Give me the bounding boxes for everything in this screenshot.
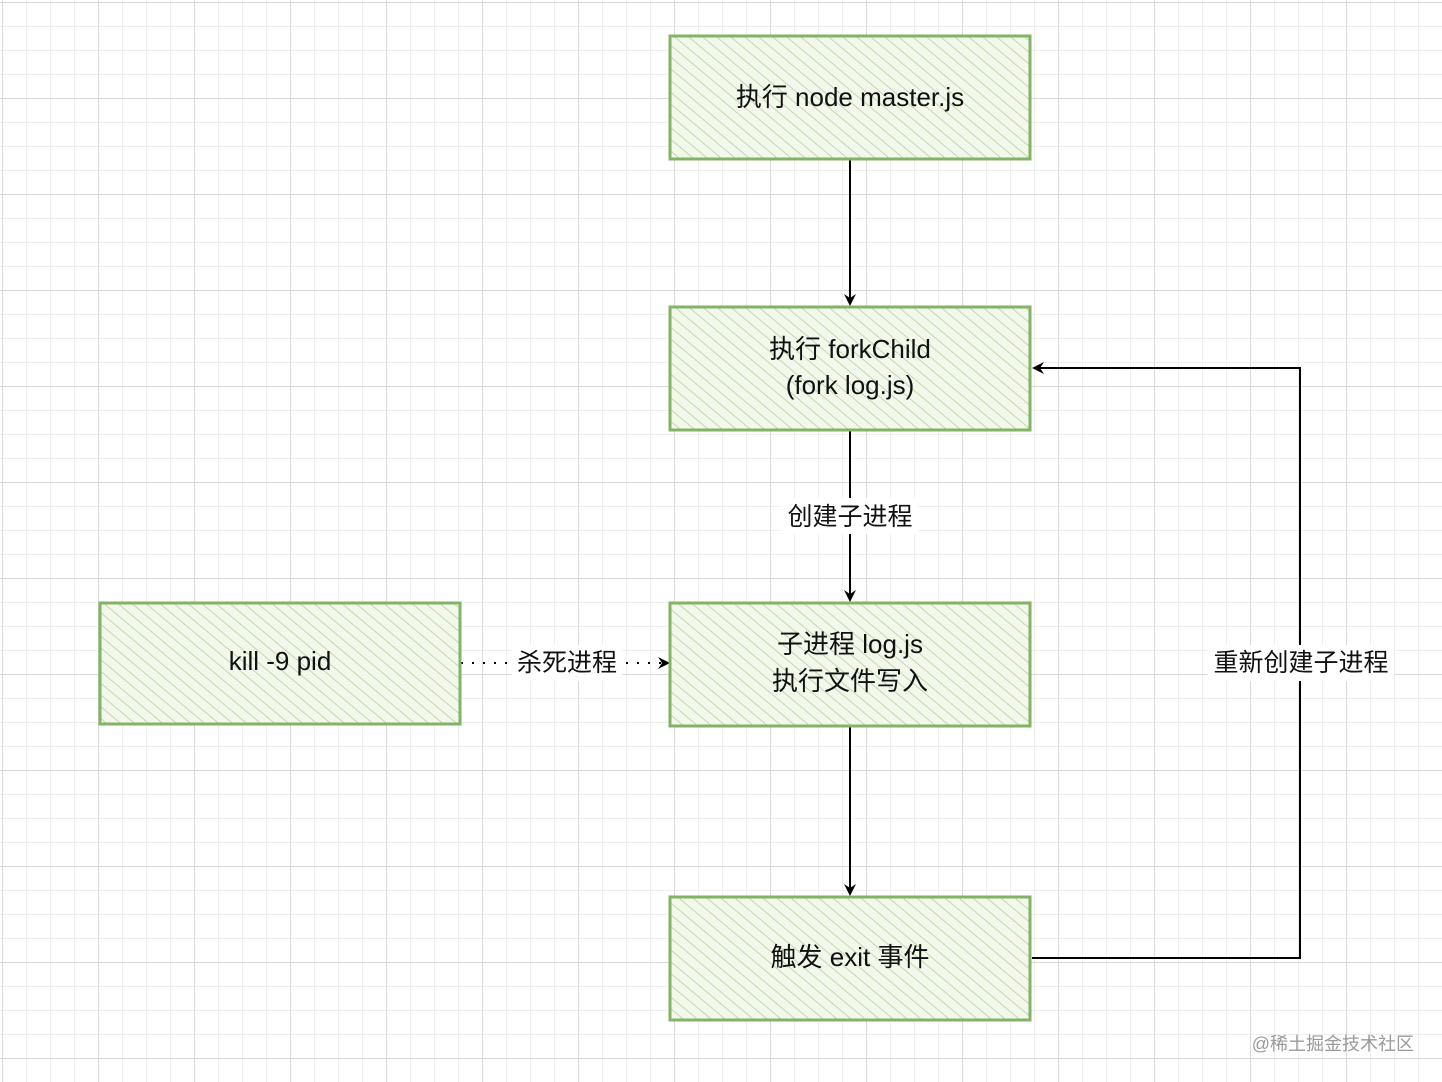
node-box	[98, 601, 462, 726]
edge-label-create-child: 创建子进程	[787, 503, 912, 531]
node-label-line-1: 子进程 log.js	[777, 629, 923, 659]
node-box	[668, 601, 1032, 728]
node-run-master[interactable]: 执行 node master.js	[668, 34, 1032, 161]
node-fork-child[interactable]: 执行 forkChild (fork log.js)	[668, 305, 1032, 432]
edge-label-bg-create	[782, 498, 918, 534]
node-kill[interactable]: kill -9 pid	[98, 601, 462, 726]
edge-labels: 创建子进程 杀死进程 重新创建子进程	[512, 498, 1394, 681]
node-label: kill -9 pid	[229, 646, 332, 676]
node-label-line-2: 执行文件写入	[772, 666, 928, 696]
node-exit-event[interactable]: 触发 exit 事件	[668, 895, 1032, 1022]
node-label-line-2: (fork log.js)	[786, 370, 915, 400]
edge-label-recreate-child: 重新创建子进程	[1213, 649, 1388, 677]
edges	[461, 160, 1301, 959]
watermark: @稀土掘金技术社区	[1252, 1034, 1414, 1054]
node-child-process[interactable]: 子进程 log.js 执行文件写入	[668, 601, 1032, 728]
node-box	[668, 34, 1032, 161]
node-box	[668, 305, 1032, 432]
edge-label-bg-recreate	[1208, 645, 1394, 681]
edge-label-bg-kill	[512, 645, 622, 681]
node-box	[668, 895, 1032, 1022]
node-label: 执行 node master.js	[736, 82, 964, 112]
node-label-line-1: 执行 forkChild	[769, 334, 931, 364]
edge-label-kill-process: 杀死进程	[517, 649, 617, 677]
node-label: 触发 exit 事件	[771, 942, 930, 972]
